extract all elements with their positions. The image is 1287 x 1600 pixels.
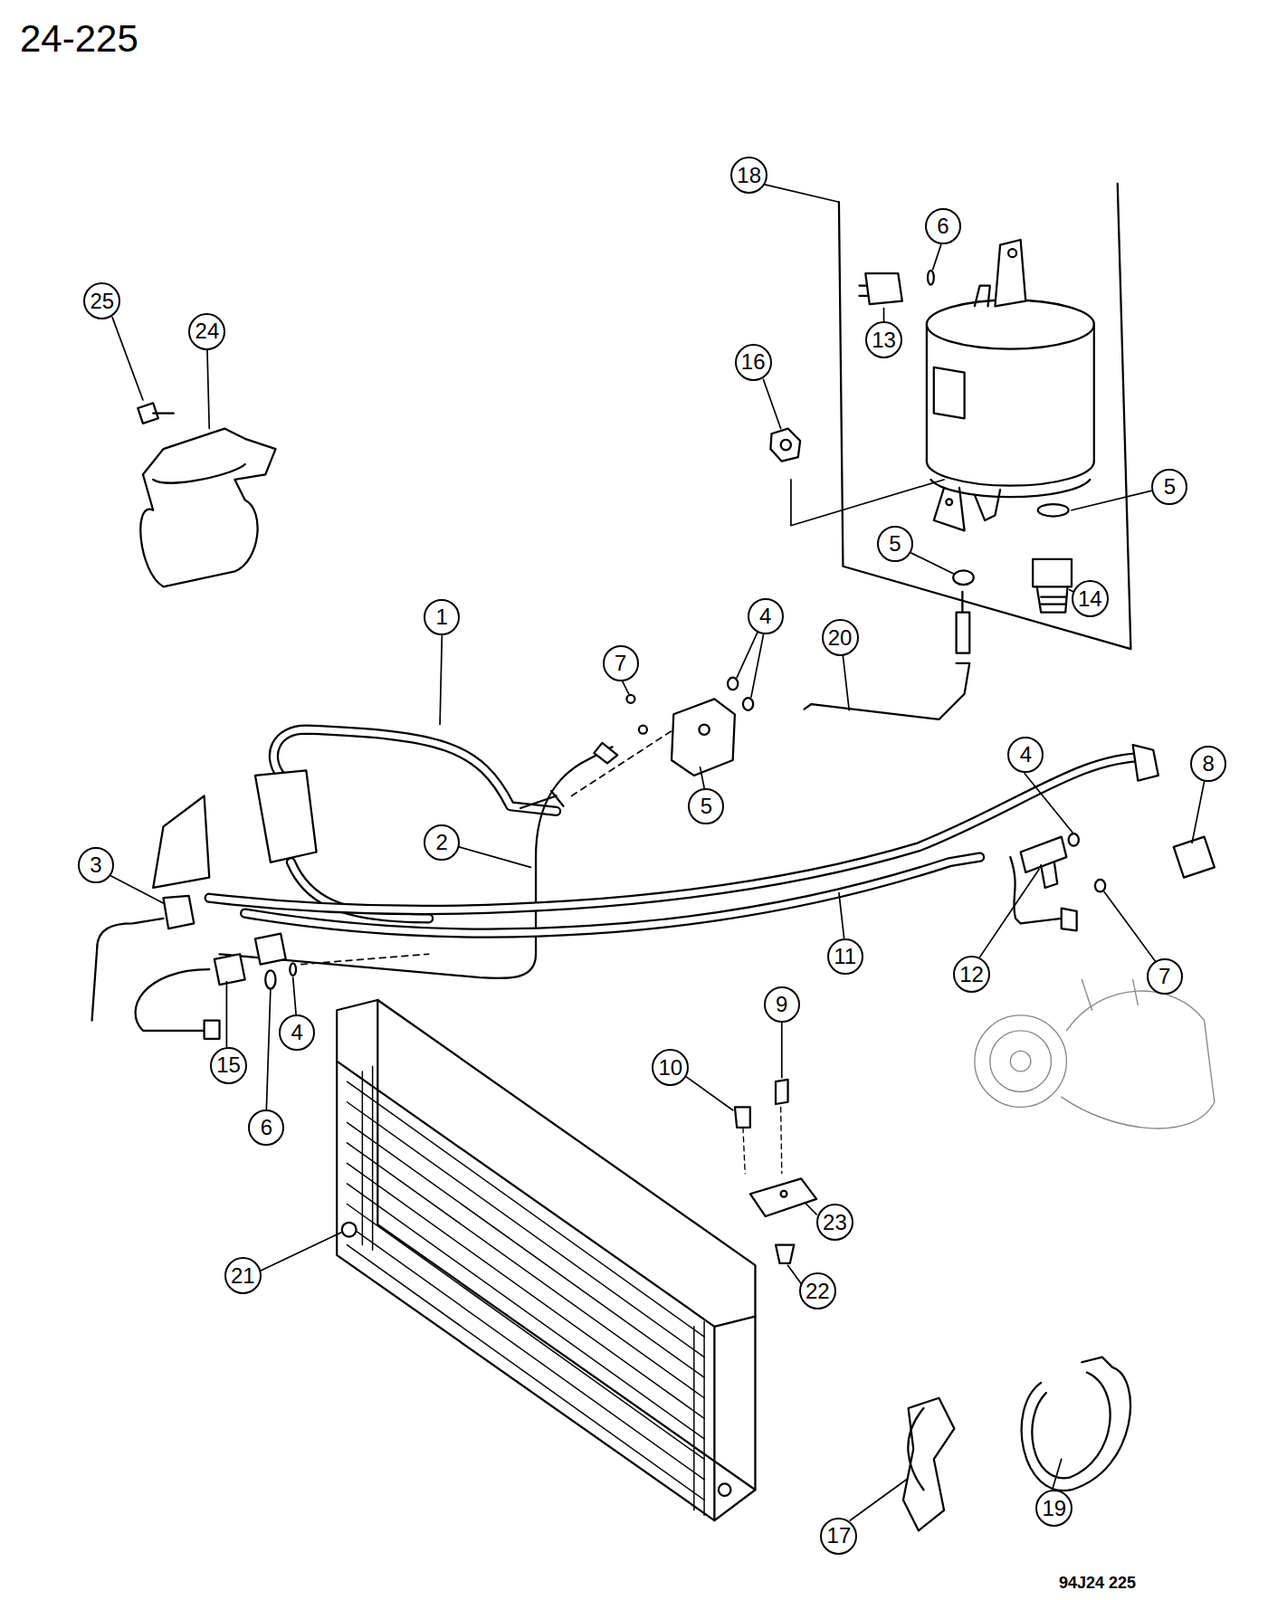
callout-text: 25 [89, 290, 115, 313]
callout-text: 7 [1158, 965, 1171, 988]
callout-text: 8 [1201, 753, 1214, 775]
callout-text: 9 [775, 993, 788, 1016]
callout-text: 24 [195, 320, 220, 343]
callout-text: 14 [1077, 588, 1103, 611]
page-number: 24-225 [19, 19, 139, 58]
callout-text: 4 [1020, 743, 1032, 766]
callout-text: 4 [759, 605, 772, 628]
callout-number: 1 [423, 599, 460, 636]
callout-number: 7 [1146, 958, 1183, 995]
callout-text: 22 [805, 1280, 830, 1303]
callout-number: 17 [819, 1517, 858, 1555]
callout-text: 18 [736, 164, 762, 187]
figure-code: 94J24 225 [1058, 1574, 1136, 1592]
callout-text: 21 [230, 1265, 256, 1287]
callout-number: 5 [687, 788, 725, 825]
callout-text: 4 [290, 1021, 303, 1044]
callout-number: 7 [602, 645, 639, 682]
callout-number: 3 [77, 847, 115, 884]
callout-number: 4 [1007, 736, 1044, 773]
callout-text: 7 [614, 652, 627, 675]
callout-text: 12 [959, 963, 984, 986]
callout-number: 10 [651, 1048, 689, 1087]
callout-text: 17 [827, 1525, 852, 1547]
callout-number: 4 [747, 598, 784, 635]
callout-number: 16 [734, 343, 773, 382]
callout-number: 13 [865, 321, 903, 359]
callout-number: 20 [821, 619, 859, 657]
callout-text: 23 [822, 1211, 848, 1234]
callout-number: 12 [953, 955, 991, 993]
callout-number: 6 [924, 208, 962, 245]
callout-text: 6 [936, 215, 949, 238]
callout-number: 23 [816, 1203, 854, 1241]
callout-text: 6 [260, 1116, 273, 1139]
callout-number: 22 [799, 1272, 837, 1310]
callout-text: 16 [741, 351, 766, 373]
callout-number: 4 [278, 1014, 315, 1051]
callout-text: 10 [658, 1057, 684, 1079]
callout-number: 18 [730, 156, 768, 194]
callout-number: 9 [763, 986, 801, 1023]
callout-text: 19 [1042, 1497, 1068, 1520]
callout-text: 20 [828, 627, 853, 649]
callout-text: 5 [700, 795, 713, 818]
callout-number: 6 [247, 1109, 285, 1146]
callout-number: 8 [1190, 745, 1227, 782]
callout-number: 2 [423, 824, 460, 861]
callout-text: 3 [89, 854, 102, 877]
callout-number: 11 [827, 938, 864, 975]
callout-text: 5 [1163, 476, 1176, 498]
callout-text: 1 [436, 606, 449, 629]
callout-number: 24 [188, 313, 226, 351]
callout-text: 5 [888, 533, 901, 555]
callout-number: 21 [224, 1257, 262, 1295]
callout-text: 2 [436, 831, 449, 854]
callout-text: 11 [833, 945, 857, 968]
callout-number: 5 [1151, 468, 1188, 506]
callout-number: 19 [1035, 1489, 1073, 1527]
callout-number: 25 [83, 282, 121, 320]
callout-number: 15 [209, 1047, 248, 1085]
callout-text: 13 [871, 329, 897, 352]
callout-number: 14 [1071, 580, 1109, 618]
callout-text: 15 [216, 1054, 241, 1077]
callout-number: 5 [877, 525, 914, 563]
